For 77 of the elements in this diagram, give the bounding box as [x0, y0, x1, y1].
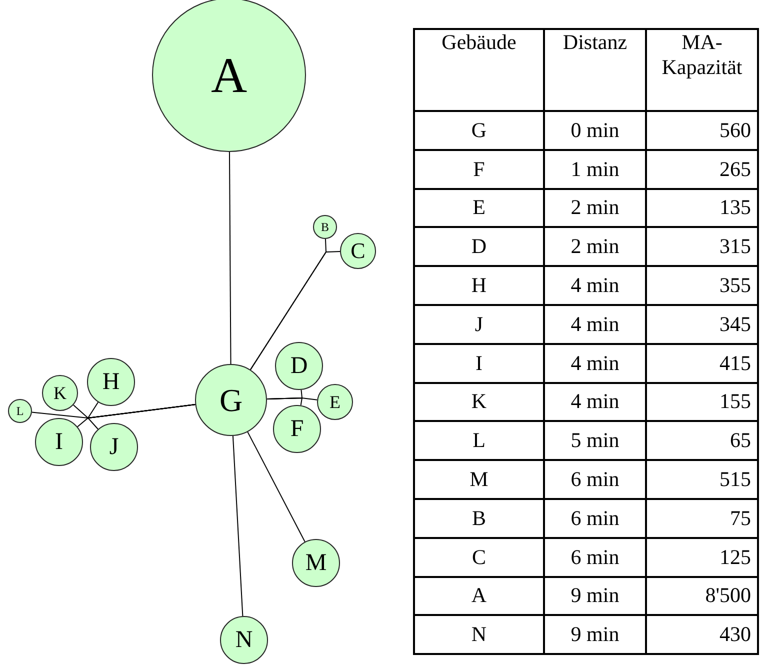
building-circle — [317, 384, 353, 420]
table-cell-text: G — [471, 118, 487, 142]
connector-line — [247, 431, 306, 542]
column-header: Distanz — [562, 30, 628, 54]
building-circle — [275, 342, 323, 390]
table-cell-text: 4 min — [570, 312, 620, 336]
table-cell-text: 0 min — [570, 118, 620, 142]
building-label: G — [219, 384, 243, 416]
table-cell-text: 5 min — [570, 428, 620, 452]
table-cell-text: B — [472, 506, 486, 530]
connector-line — [250, 251, 340, 370]
building-label: K — [54, 384, 66, 402]
table-cell-text: J — [474, 312, 484, 336]
building-circle — [340, 233, 376, 269]
table-cell-text: 65 — [730, 428, 751, 452]
building-circle — [220, 616, 268, 664]
building-circle — [273, 405, 321, 453]
table-cell-text: 155 — [720, 389, 751, 414]
table-cell-text: 345 — [720, 312, 751, 336]
table-cell-text: 265 — [720, 156, 751, 181]
table-cell-text: M — [470, 466, 488, 491]
table-cell-text: 2 min — [570, 195, 620, 220]
building-circle — [42, 375, 78, 411]
building-circle — [90, 423, 138, 471]
building-circle — [313, 215, 337, 239]
table-cell-text: K — [471, 389, 487, 414]
table-cell-text: 515 — [720, 466, 751, 491]
table-cell-text: 430 — [720, 622, 751, 646]
building-label: H — [102, 370, 120, 394]
connector-line — [87, 404, 196, 430]
table-cell-text: F — [473, 156, 485, 181]
table-cell-text: N — [471, 622, 487, 646]
table-cell-text: 4 min — [570, 272, 620, 297]
building-label: B — [320, 221, 329, 233]
table-cell-text: D — [471, 234, 487, 258]
building-label: L — [16, 405, 24, 417]
building-label: F — [290, 417, 304, 441]
building-label: A — [210, 50, 248, 100]
column-header: MA- Kapazität — [662, 30, 742, 80]
table-cell-text: 9 min — [570, 622, 620, 646]
connector-line — [266, 397, 303, 406]
table-cell-text: A — [471, 583, 487, 608]
table-cell-text: 560 — [720, 118, 751, 142]
table-cell-text: 75 — [730, 506, 751, 530]
table-cell-text: L — [472, 428, 486, 452]
building-circle — [35, 418, 83, 466]
table-cell-text: 355 — [720, 272, 751, 297]
building-label: M — [305, 551, 327, 575]
connector-line — [232, 435, 244, 617]
table-cell-text: 125 — [720, 544, 751, 569]
building-label: N — [235, 628, 253, 652]
table-cell-text: 9 min — [570, 583, 620, 608]
building-label: J — [109, 435, 119, 459]
table-cell-text: 6 min — [570, 466, 620, 491]
table-cell-text: 135 — [720, 195, 751, 220]
table-cell-text: 4 min — [570, 389, 620, 414]
building-label: I — [55, 430, 63, 454]
building-label: E — [330, 393, 340, 411]
table-cell-text: 6 min — [570, 506, 620, 530]
table-cell-text: 1 min — [570, 156, 620, 181]
table-cell-text: I — [476, 350, 482, 375]
table-cell-text: 315 — [720, 234, 751, 258]
building-circle — [8, 399, 32, 423]
connector-line — [228, 152, 232, 364]
building-label: D — [290, 354, 308, 378]
building-circle — [292, 539, 340, 587]
table-cell-text: C — [472, 544, 486, 569]
column-header: Gebäude — [442, 30, 516, 54]
building-label: C — [350, 240, 366, 262]
table-cell-text: 4 min — [570, 350, 620, 375]
building-circle — [87, 358, 135, 406]
table-cell-text: 415 — [720, 350, 751, 375]
table-cell-text: E — [472, 195, 486, 220]
table-cell-text: 8'500 — [705, 583, 751, 608]
table-cell-text: H — [471, 272, 487, 297]
table-cell-text: 6 min — [570, 544, 620, 569]
table-cell-text: 2 min — [570, 234, 620, 258]
